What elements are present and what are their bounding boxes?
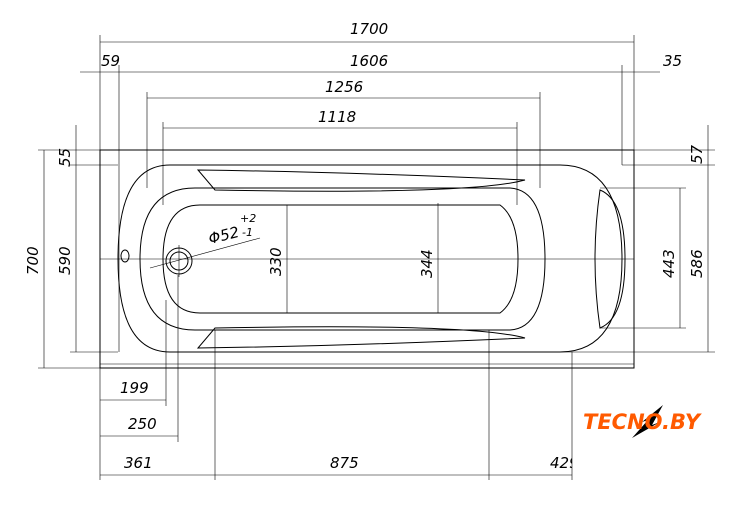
- dim-875: 875: [330, 454, 359, 472]
- lightning-icon: [632, 405, 663, 438]
- logo-text: TECNO.BY: [583, 410, 702, 434]
- tecno-logo: TECNO.BY: [583, 405, 702, 438]
- dim-590: 590: [56, 246, 74, 275]
- dim-199: 199: [120, 379, 149, 397]
- dim-344: 344: [418, 249, 436, 278]
- dim-1606: 1606: [350, 52, 388, 70]
- dim-1118: 1118: [318, 108, 356, 126]
- dim-330: 330: [267, 247, 285, 276]
- armrest-bottom: [196, 326, 526, 349]
- dim-55: 55: [56, 148, 74, 167]
- dim-700: 700: [24, 246, 42, 275]
- dim-429: 429: [550, 454, 579, 472]
- armrest-top: [196, 169, 526, 192]
- dim-59: 59: [101, 52, 120, 70]
- headrest: [594, 189, 626, 329]
- drain-icon: [149, 237, 261, 277]
- drain-label: Φ52: [207, 223, 241, 248]
- tub-bottom: [162, 204, 519, 314]
- dim-1700: 1700: [350, 20, 388, 38]
- dim-35: 35: [663, 52, 682, 70]
- tub-rim: [117, 164, 623, 353]
- dim-586: 586: [688, 249, 706, 278]
- drain-tol-plus: +2: [240, 212, 256, 225]
- dim-1256: 1256: [325, 78, 363, 96]
- dim-57: 57: [688, 144, 706, 164]
- tub-bowl: [139, 187, 546, 331]
- overflow: [120, 249, 130, 263]
- drain-tol-minus: -1: [242, 226, 253, 239]
- dim-250: 250: [128, 415, 157, 433]
- dim-443: 443: [660, 249, 678, 278]
- dim-361: 361: [124, 454, 153, 472]
